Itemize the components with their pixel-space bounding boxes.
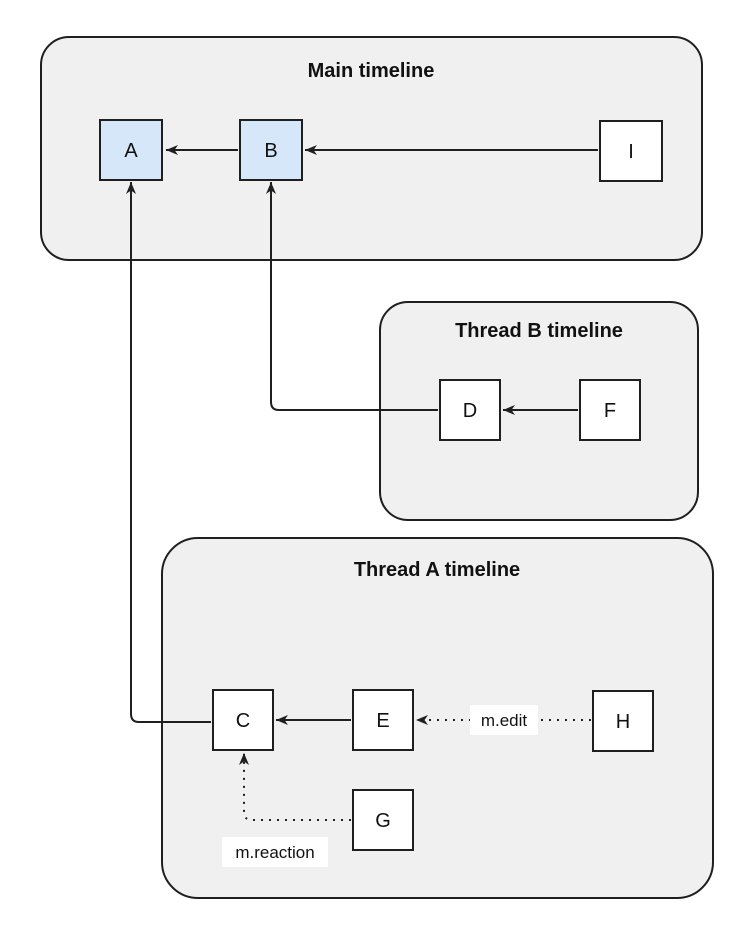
edge-label-m-edit: m.edit [481, 711, 528, 730]
node-F-label: F [604, 400, 616, 422]
node-D-box [439, 379, 501, 441]
edge-c-to-a [126, 182, 211, 723]
node-I-box [599, 120, 663, 182]
node-F: F [579, 379, 641, 441]
edge-g-to-c-dotted [239, 753, 351, 821]
edge-d-to-b [266, 182, 438, 411]
node-A: A [99, 119, 163, 181]
node-D: D [439, 379, 501, 441]
node-C-label: C [236, 710, 250, 732]
edge-label-m-reaction: m.reaction [235, 843, 314, 862]
node-E-label: E [376, 710, 389, 732]
node-A-label: A [124, 140, 138, 162]
thread-a-timeline-title: Thread A timeline [354, 559, 520, 581]
node-H: H [592, 690, 654, 752]
thread-b-timeline-title: Thread B timeline [455, 320, 623, 342]
node-D-label: D [463, 400, 477, 422]
node-G: G [352, 789, 414, 851]
node-F-box [579, 379, 641, 441]
edge-label-bg-m-edit [470, 705, 538, 735]
main-timeline-title: Main timeline [308, 60, 435, 82]
node-B-label: B [264, 140, 277, 162]
node-I: I [599, 120, 663, 182]
node-A-box [99, 119, 163, 181]
node-H-label: H [616, 711, 630, 733]
node-G-label: G [375, 810, 391, 832]
node-E-box [352, 689, 414, 751]
node-I-label: I [628, 141, 634, 163]
node-B: B [239, 119, 303, 181]
node-C-box [212, 689, 274, 751]
node-G-box [352, 789, 414, 851]
node-C: C [212, 689, 274, 751]
edge-label-bg-m-reaction [222, 837, 328, 867]
thread-a-timeline-container [161, 537, 714, 899]
node-B-box [239, 119, 303, 181]
main-timeline-container [40, 36, 703, 261]
node-E: E [352, 689, 414, 751]
node-H-box [592, 690, 654, 752]
